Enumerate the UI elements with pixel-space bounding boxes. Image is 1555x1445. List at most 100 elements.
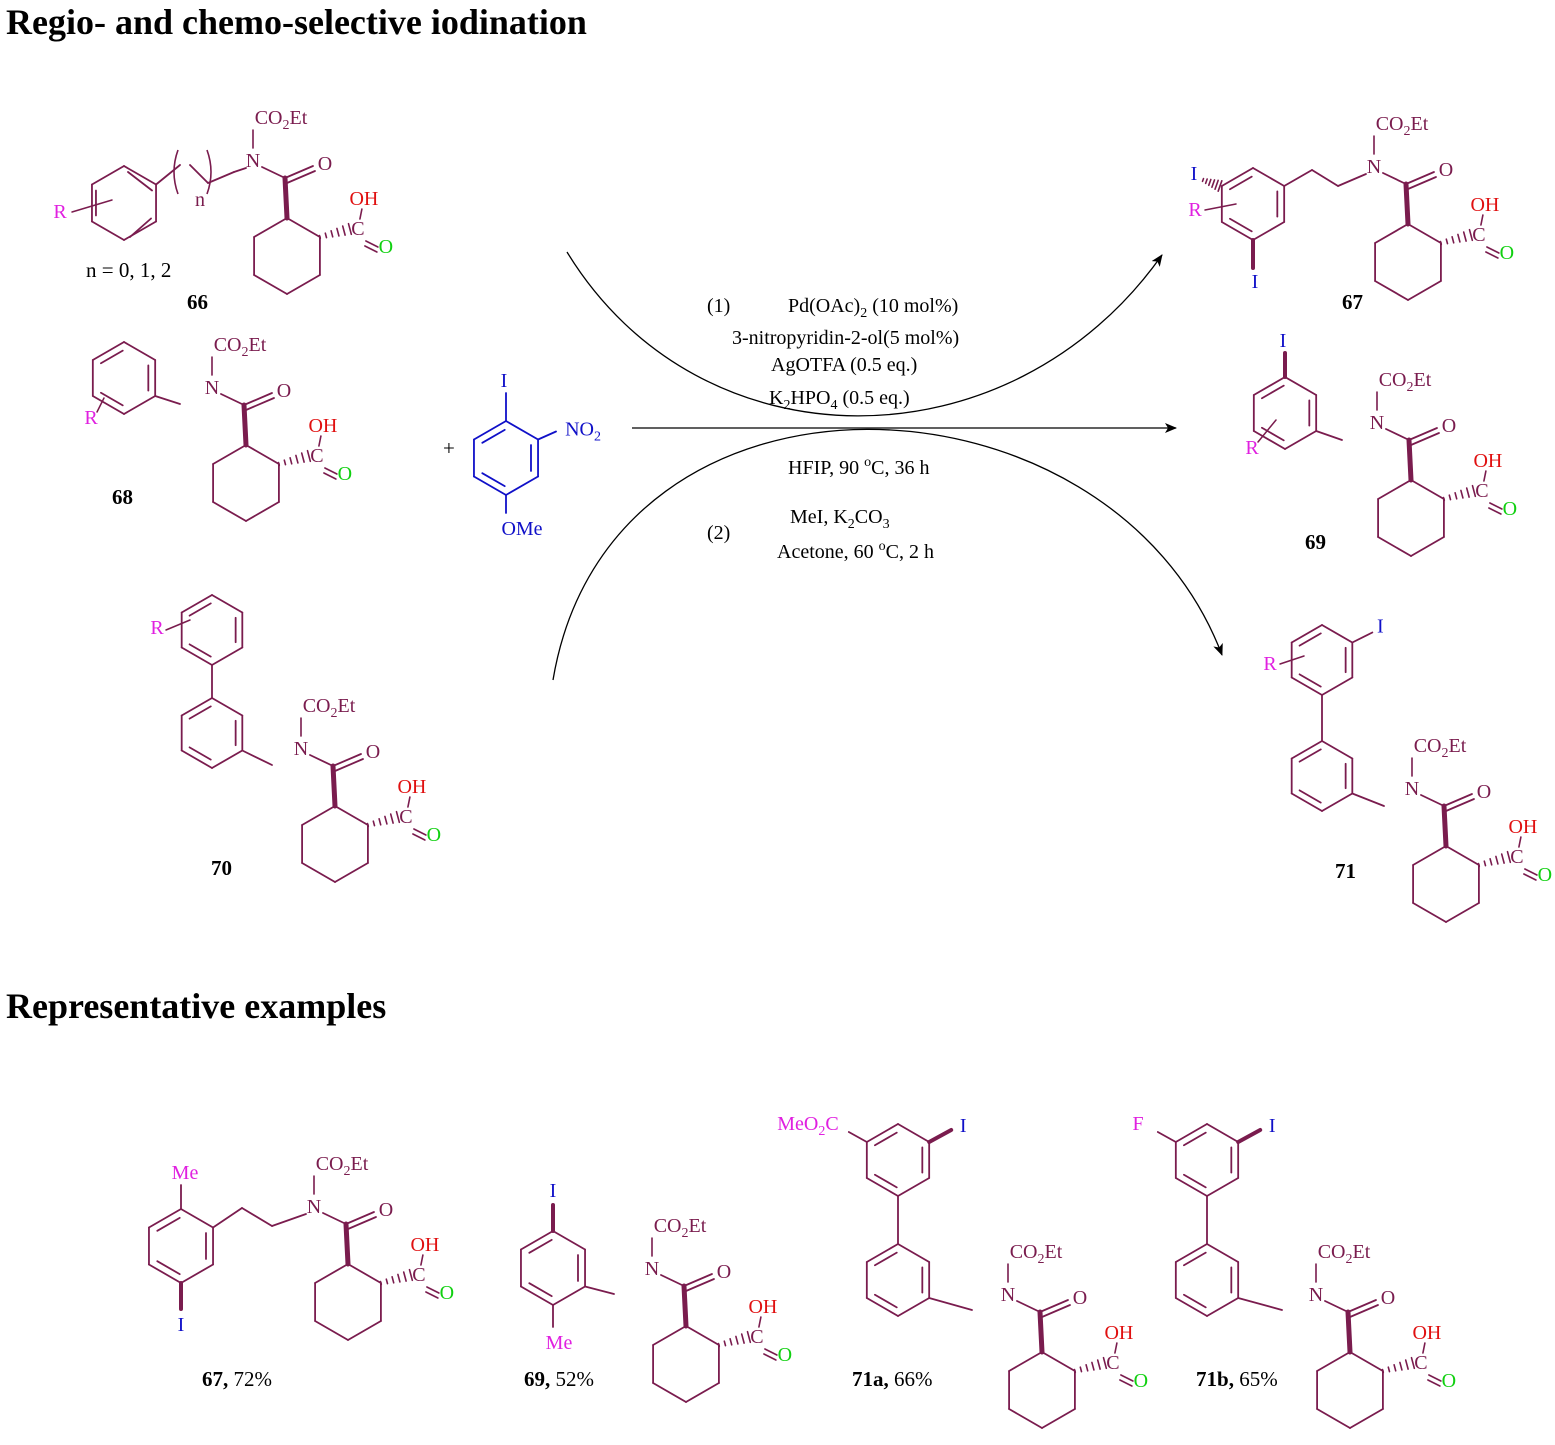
iodine-label: I bbox=[1280, 330, 1287, 352]
cyclohexane-bond bbox=[314, 1320, 349, 1341]
cyclohexane-bond bbox=[334, 862, 369, 883]
carbonyl-oxygen-label: O bbox=[1439, 159, 1453, 181]
hashed-bond bbox=[1079, 1366, 1083, 1373]
ester-group-label: CO2Et bbox=[255, 107, 308, 133]
hashed-bond bbox=[289, 457, 293, 465]
acid-double-bond bbox=[763, 1353, 777, 1361]
wedge-bond bbox=[241, 402, 249, 448]
r-group-label: R bbox=[150, 617, 164, 639]
nitrogen-label: N bbox=[294, 738, 308, 760]
example-71b-top-arene-bond bbox=[1183, 1173, 1207, 1189]
r-group-label: R bbox=[1245, 437, 1259, 459]
acid-oh-bond bbox=[407, 796, 411, 808]
acid-oh-bond bbox=[318, 435, 322, 447]
hashed-bond bbox=[318, 234, 322, 240]
acid-carbonyl-oxygen-label: O bbox=[778, 1344, 792, 1366]
nitrogen-label: N bbox=[246, 150, 260, 172]
hashed-bond bbox=[389, 813, 394, 824]
arene-70-bottom-bond bbox=[211, 697, 244, 717]
arene-70-top-bond bbox=[211, 646, 244, 666]
carbonyl-double-bond bbox=[1349, 1304, 1379, 1318]
hashed-bond bbox=[341, 225, 346, 236]
example-69-arene-bond bbox=[528, 1238, 553, 1254]
iodine-label: I bbox=[1377, 616, 1384, 638]
hashed-bond bbox=[1404, 1359, 1409, 1370]
arene-67-bond bbox=[1229, 175, 1253, 191]
molecule-bonds bbox=[71, 129, 1538, 1429]
label-69: 69 bbox=[1305, 530, 1326, 554]
cyclohexane-bond bbox=[1412, 845, 1447, 866]
fluorine-label: F bbox=[1132, 1113, 1143, 1135]
n-carbonyl-bond bbox=[261, 166, 286, 179]
hashed-bond bbox=[379, 1280, 383, 1286]
hashed-bond bbox=[1073, 1368, 1077, 1374]
n-carbonyl-bond bbox=[220, 393, 245, 406]
acid-double-bond bbox=[412, 833, 426, 841]
example-69-arene-bond bbox=[552, 1230, 586, 1251]
hydroxyl-label: OH bbox=[410, 1234, 439, 1256]
r-group-label: R bbox=[1263, 653, 1277, 675]
acid-carbon-label: C bbox=[1472, 224, 1485, 246]
label-67: 67 bbox=[1342, 290, 1363, 314]
chain-bond bbox=[1351, 792, 1385, 807]
arene-69-bond bbox=[1284, 376, 1318, 396]
cyclohexane-bond bbox=[685, 1382, 720, 1403]
wedge-bond bbox=[681, 1283, 689, 1329]
acid-double-bond bbox=[364, 245, 378, 253]
acid-double-bond bbox=[1486, 246, 1500, 254]
arene-71-bottom-bond bbox=[1298, 748, 1322, 763]
arene-71-top-bond bbox=[1298, 632, 1322, 647]
ester-group-label: CO2Et bbox=[316, 1153, 369, 1179]
wedge-bond bbox=[330, 763, 338, 809]
example-71b-top-arene-bond bbox=[1174, 1123, 1208, 1143]
r-group-bond bbox=[96, 397, 105, 413]
methyl-ester-label: MeO2C bbox=[777, 1113, 838, 1139]
cyclohexane-bond bbox=[1008, 1408, 1043, 1429]
nitro-label: NO2 bbox=[565, 419, 601, 445]
hashed-bond bbox=[729, 1338, 733, 1346]
arene-66-bond bbox=[127, 171, 153, 192]
example-71b-bottom-arene-bond bbox=[1206, 1297, 1240, 1317]
hashed-bond bbox=[402, 1271, 407, 1282]
acid-oh-bond bbox=[1518, 836, 1522, 848]
ester-group-label: CO2Et bbox=[1010, 1241, 1063, 1267]
wedge-bond bbox=[1345, 1309, 1353, 1355]
cyclohexane-bond bbox=[347, 1320, 382, 1341]
acid-double-bond bbox=[365, 240, 379, 248]
acid-double-bond bbox=[1489, 502, 1503, 510]
carbonyl-oxygen-label: O bbox=[717, 1261, 731, 1283]
hashed-bond bbox=[1399, 1361, 1403, 1371]
cyclohexane-bond bbox=[652, 1382, 687, 1403]
hashed-bond bbox=[378, 818, 382, 826]
nitrogen-label: N bbox=[307, 1196, 321, 1218]
acid-double-bond bbox=[426, 1286, 440, 1294]
arene-71-bottom-bond bbox=[1290, 792, 1323, 812]
arene-71-top-bond bbox=[1321, 676, 1354, 696]
hashed-bond bbox=[1448, 494, 1452, 501]
chain-bond bbox=[1311, 169, 1339, 187]
wedge-bond bbox=[1037, 1309, 1045, 1355]
cyclohexane-bond bbox=[1407, 280, 1442, 301]
cyclohexane-bond bbox=[245, 501, 280, 522]
hashed-bond bbox=[1096, 1359, 1101, 1370]
carbonyl-double-bond bbox=[243, 392, 273, 406]
acid-carbon-label: C bbox=[1510, 846, 1523, 868]
hashed-bond bbox=[1085, 1364, 1089, 1372]
iodine-dashed-bond bbox=[1201, 177, 1205, 183]
cyclohexane-bond bbox=[314, 1263, 349, 1284]
chain-bond bbox=[584, 1285, 615, 1295]
chain-bond bbox=[233, 167, 247, 173]
arene-70-top-bond bbox=[211, 594, 244, 614]
hashed-bond bbox=[1451, 236, 1455, 244]
arene-68-bond bbox=[91, 395, 125, 415]
r-group-label: R bbox=[53, 201, 67, 223]
example-69-yield: 69, 52% bbox=[524, 1367, 594, 1391]
hydroxyl-label: OH bbox=[1508, 816, 1537, 838]
silver-salt-text: AgOTFA (0.5 eq.) bbox=[771, 354, 917, 376]
hashed-bond bbox=[1489, 858, 1493, 866]
hashed-bond bbox=[1102, 1356, 1108, 1370]
arene-66-bond bbox=[123, 220, 157, 241]
wedge-bond bbox=[1403, 181, 1411, 227]
ligand-text: 3-nitropyridin-2-ol(5 mol%) bbox=[732, 327, 959, 349]
cyclohexane-bond bbox=[1410, 479, 1445, 500]
